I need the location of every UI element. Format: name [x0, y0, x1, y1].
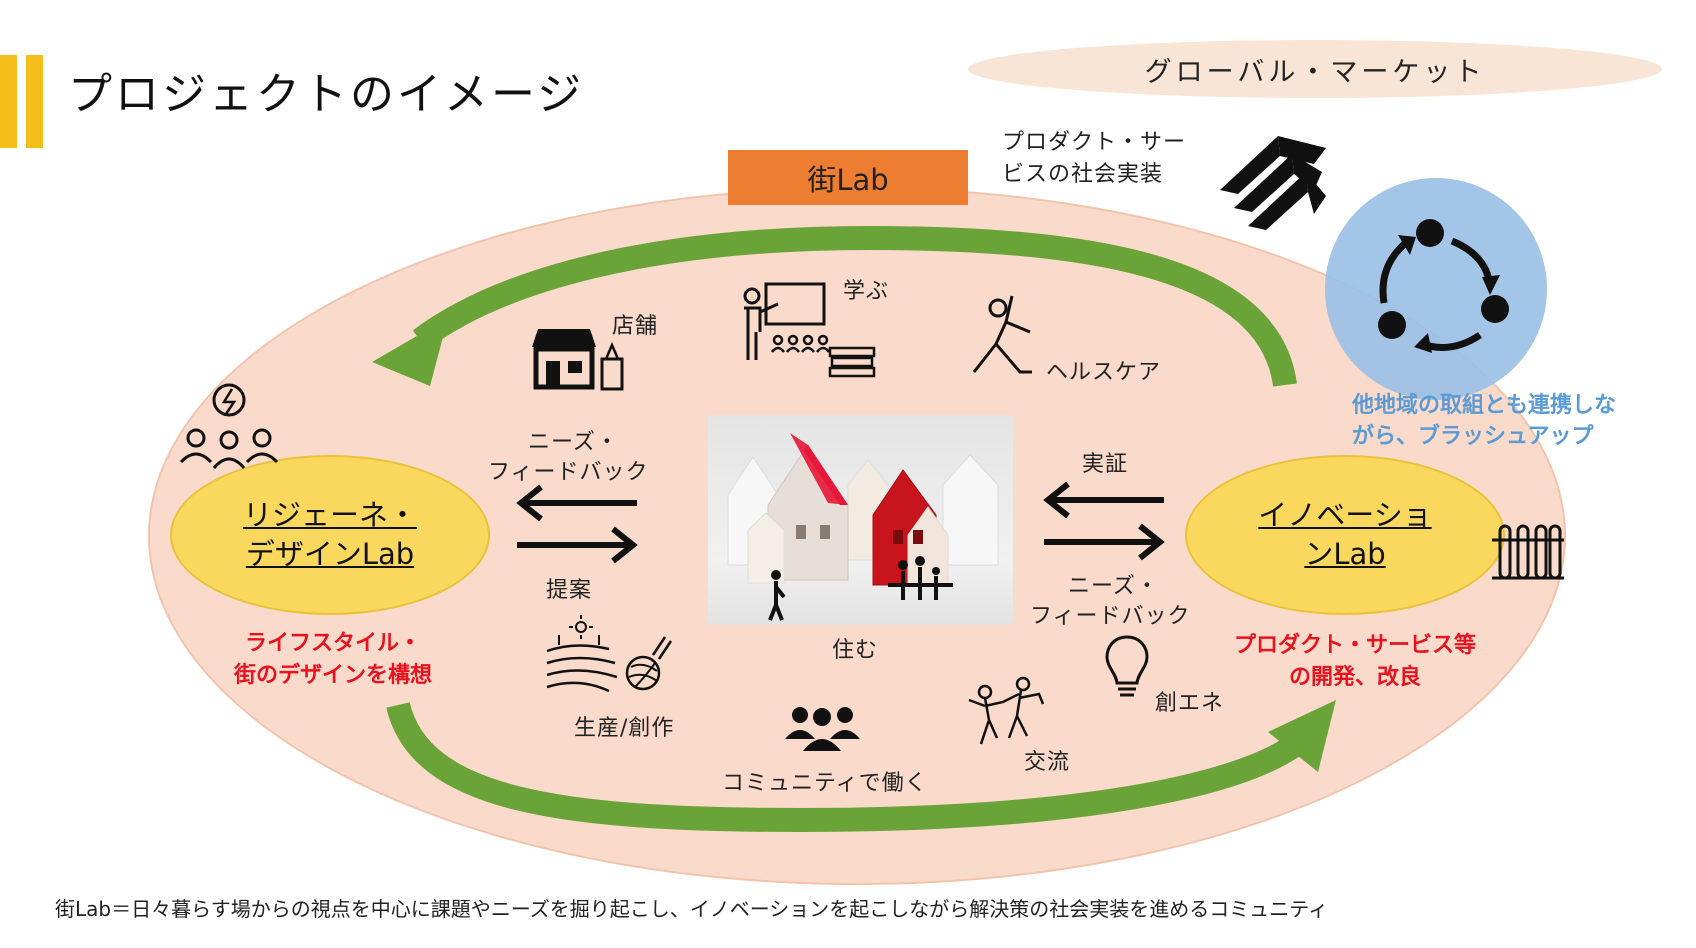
regene-lab-line2: デザインLab [245, 537, 415, 571]
idea-people-icon [179, 383, 279, 469]
activity-produce: 生産/創作 [574, 716, 675, 741]
footnote: 街Lab＝日々暮らす場からの視点を中心に課題やニーズを掘り起こし、イノベーション… [55, 897, 1329, 921]
machi-lab-box: 街Lab [728, 150, 968, 205]
paper-houses-illustration [727, 433, 999, 621]
people-exchange-icon [968, 676, 1045, 745]
regene-desc-line2: 街のデザインを構想 [233, 662, 432, 688]
activity-community-work: コミュニティで働く [722, 771, 928, 796]
innovation-desc-line1: プロダクト・サービス等 [1233, 633, 1476, 658]
test-tubes-icon [1492, 524, 1564, 580]
cycle-arrows-icon [1378, 219, 1509, 353]
global-market-ellipse: グローバル・マーケット [968, 40, 1662, 98]
accent-bar-2 [26, 55, 43, 148]
activity-healthcare: ヘルスケア [1046, 360, 1162, 385]
regene-design-lab: リジェーネ・ デザインLab [170, 455, 490, 615]
left-feedback-label: フィードバック [488, 460, 649, 485]
innovation-lab-line1: イノベーショ [1258, 497, 1432, 532]
yoga-healthcare-icon [972, 295, 1032, 374]
right-feedback-label: フィードバック [1030, 604, 1191, 629]
left-proposal-label: 提案 [546, 578, 593, 603]
innovation-desc: プロダクト・サービス等 の開発、改良 [1210, 630, 1500, 694]
activity-learn: 学ぶ [843, 279, 890, 304]
teacher-learn-icon [743, 282, 876, 378]
farm-produce-icon [546, 615, 673, 693]
left-needs-label: ニーズ・ [528, 430, 619, 455]
innovation-desc-line2: の開発、改良 [1288, 664, 1421, 690]
product-service-label-1: プロダクト・サー [1002, 130, 1187, 155]
right-demo-label: 実証 [1082, 452, 1129, 477]
activity-energy: 創エネ [1155, 691, 1225, 716]
accent-bar-1 [0, 55, 17, 148]
community-people-icon [785, 707, 860, 751]
lightbulb-energy-icon [1105, 635, 1149, 697]
regene-lab-line1: リジェーネ・ [242, 497, 417, 532]
regene-desc-line1: ライフスタイル・ [244, 631, 421, 656]
activity-store: 店舗 [612, 314, 659, 339]
collab-desc-line2: がら、ブラッシュアップ [1352, 424, 1594, 449]
activity-live: 住む [832, 638, 879, 663]
collab-desc-line1: 他地域の取組とも連携しな [1352, 393, 1617, 418]
right-needs-label: ニーズ・ [1068, 574, 1159, 599]
product-service-label-2: ビスの社会実装 [1002, 162, 1164, 187]
regene-desc: ライフスタイル・ 街のデザインを構想 [208, 628, 458, 692]
store-icon [532, 329, 624, 391]
innovation-lab: イノベーショ ンLab [1185, 455, 1505, 615]
left-exchange-arrows-icon [516, 484, 638, 564]
activity-exchange: 交流 [1024, 750, 1071, 775]
page-title: プロジェクトのイメージ [68, 69, 585, 120]
collaboration-circle [1325, 178, 1547, 400]
global-market-label: グローバル・マーケット [1144, 56, 1486, 88]
right-exchange-arrows-icon [1043, 481, 1165, 561]
chevron-up-right-icon [1220, 136, 1326, 230]
innovation-lab-line2: ンLab [1304, 537, 1386, 571]
machi-lab-label: 街Lab [807, 162, 889, 197]
houses-photo [708, 415, 1013, 625]
